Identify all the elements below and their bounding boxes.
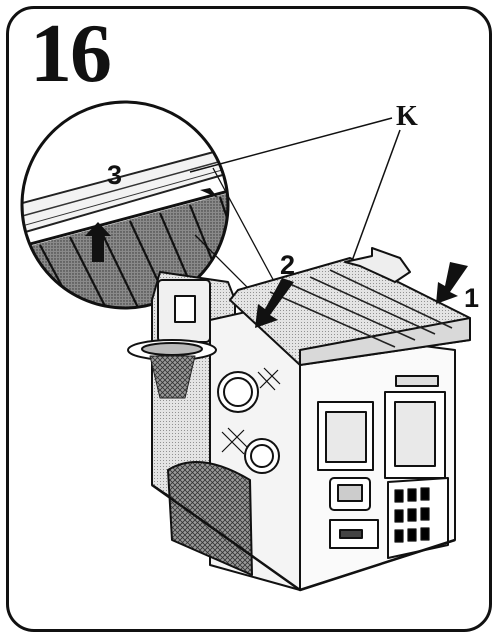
step-1-label: 1 (464, 283, 480, 313)
step-3-label: 3 (107, 160, 123, 190)
step-2-label: 2 (280, 250, 296, 280)
part-k-leaders (189, 117, 401, 281)
step-number: 16 (30, 7, 112, 100)
arrow-step-2 (255, 278, 294, 328)
part-k-label: K (396, 101, 418, 132)
playhouse (127, 247, 471, 592)
arrow-step-1 (436, 262, 468, 304)
